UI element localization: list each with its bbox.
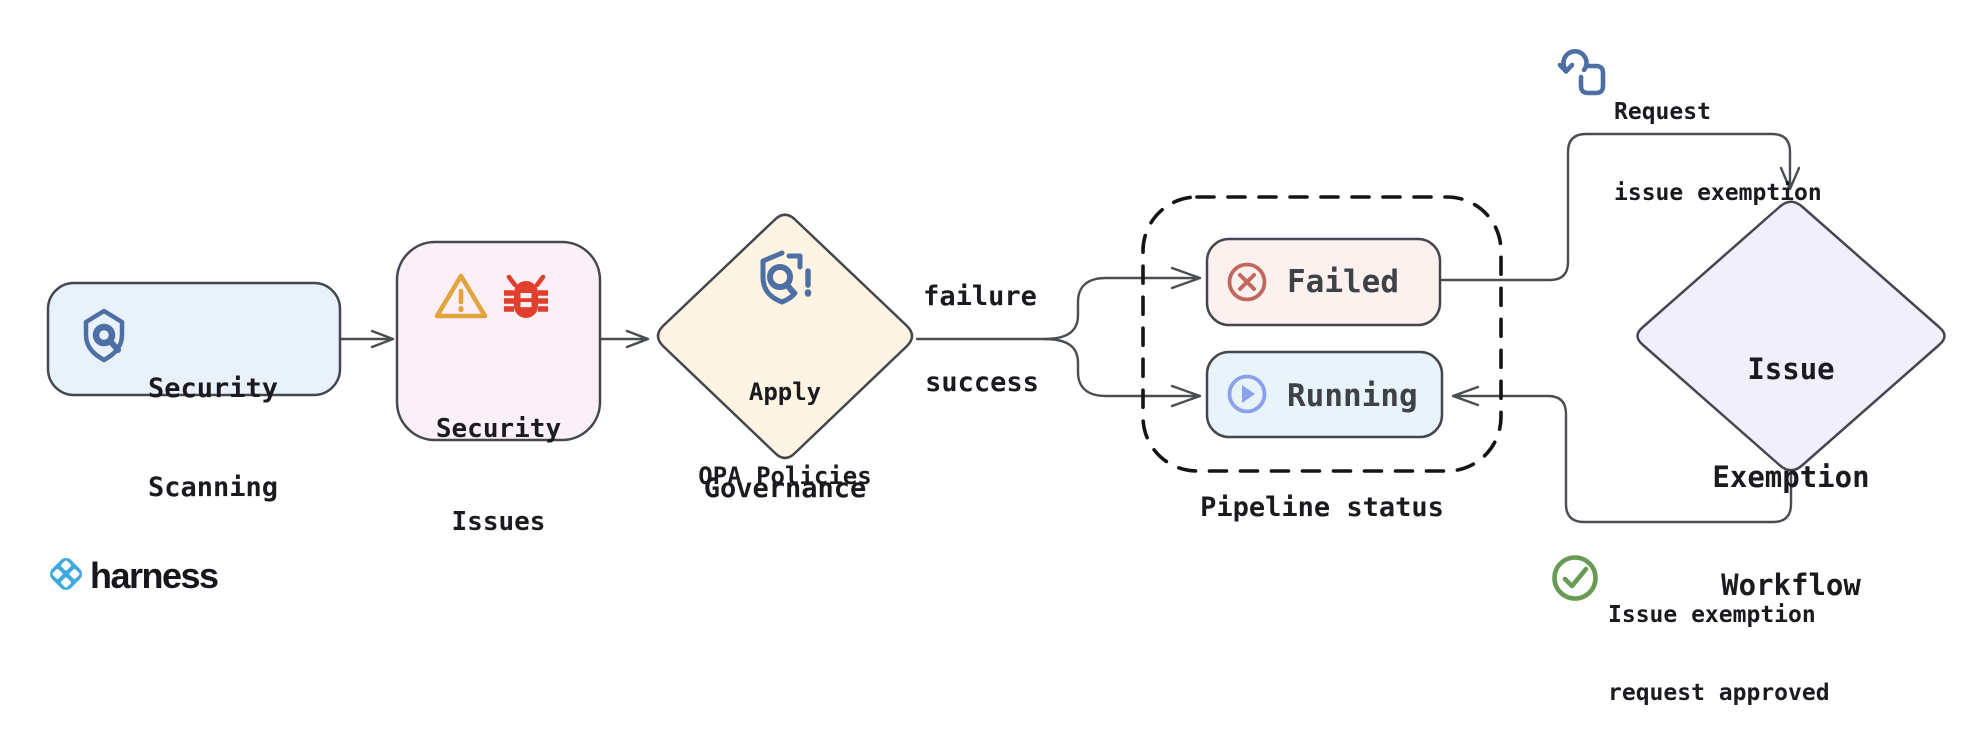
node-issue-exemption-diamond — [1636, 200, 1946, 472]
edge-failure-branch — [1042, 266, 1202, 341]
issue-exemption-workflow-label: Issue Exemption Workflow — [1712, 352, 1870, 602]
edge-scanning-to-issues — [338, 329, 395, 349]
connector-layer — [338, 132, 1801, 524]
edge-failed-to-exemption — [1438, 132, 1801, 282]
shield-alert-search-icon — [752, 246, 818, 312]
running-label: Running — [1287, 378, 1418, 414]
bug-icon — [501, 273, 551, 325]
warning-triangle-icon — [433, 271, 489, 321]
harness-logo-icon — [44, 552, 88, 596]
node-failed — [1205, 237, 1442, 327]
circle-x-icon — [1224, 259, 1270, 305]
pipeline-status-caption: Pipeline status — [1200, 492, 1444, 523]
diagram-shapes — [46, 132, 1946, 524]
node-governance-diamond — [656, 213, 914, 460]
failed-label: Failed — [1287, 264, 1399, 300]
shield-search-icon — [80, 306, 128, 364]
security-issues-label: Security Issues — [435, 414, 562, 537]
node-security-issues — [395, 240, 602, 442]
failure-edge-label: failure — [923, 281, 1037, 312]
edge-exemption-to-running — [1451, 385, 1793, 524]
edge-success-branch — [1042, 337, 1202, 408]
harness-wordmark: harness — [90, 555, 219, 596]
governance-caption: Governance — [703, 473, 867, 504]
request-approved-note: Issue exemption request approved — [1608, 602, 1830, 706]
circle-play-icon — [1224, 371, 1270, 417]
tap-gesture-icon — [1556, 44, 1608, 102]
request-exemption-note: Request issue exemption — [1614, 99, 1822, 206]
security-scanning-label: Security Scanning — [148, 373, 279, 503]
edge-issues-to-governance — [598, 329, 650, 349]
check-circle-icon — [1549, 552, 1601, 604]
diagram-canvas: { "colors": { "shape_border": "#44474d",… — [44, 44, 1946, 706]
node-security-scanning — [46, 281, 342, 397]
node-running — [1205, 350, 1444, 439]
apply-opa-policies-label: Apply OPA Policies — [698, 378, 872, 490]
pipeline-status-dashed-frame — [1141, 195, 1503, 473]
success-edge-label: success — [925, 367, 1039, 398]
